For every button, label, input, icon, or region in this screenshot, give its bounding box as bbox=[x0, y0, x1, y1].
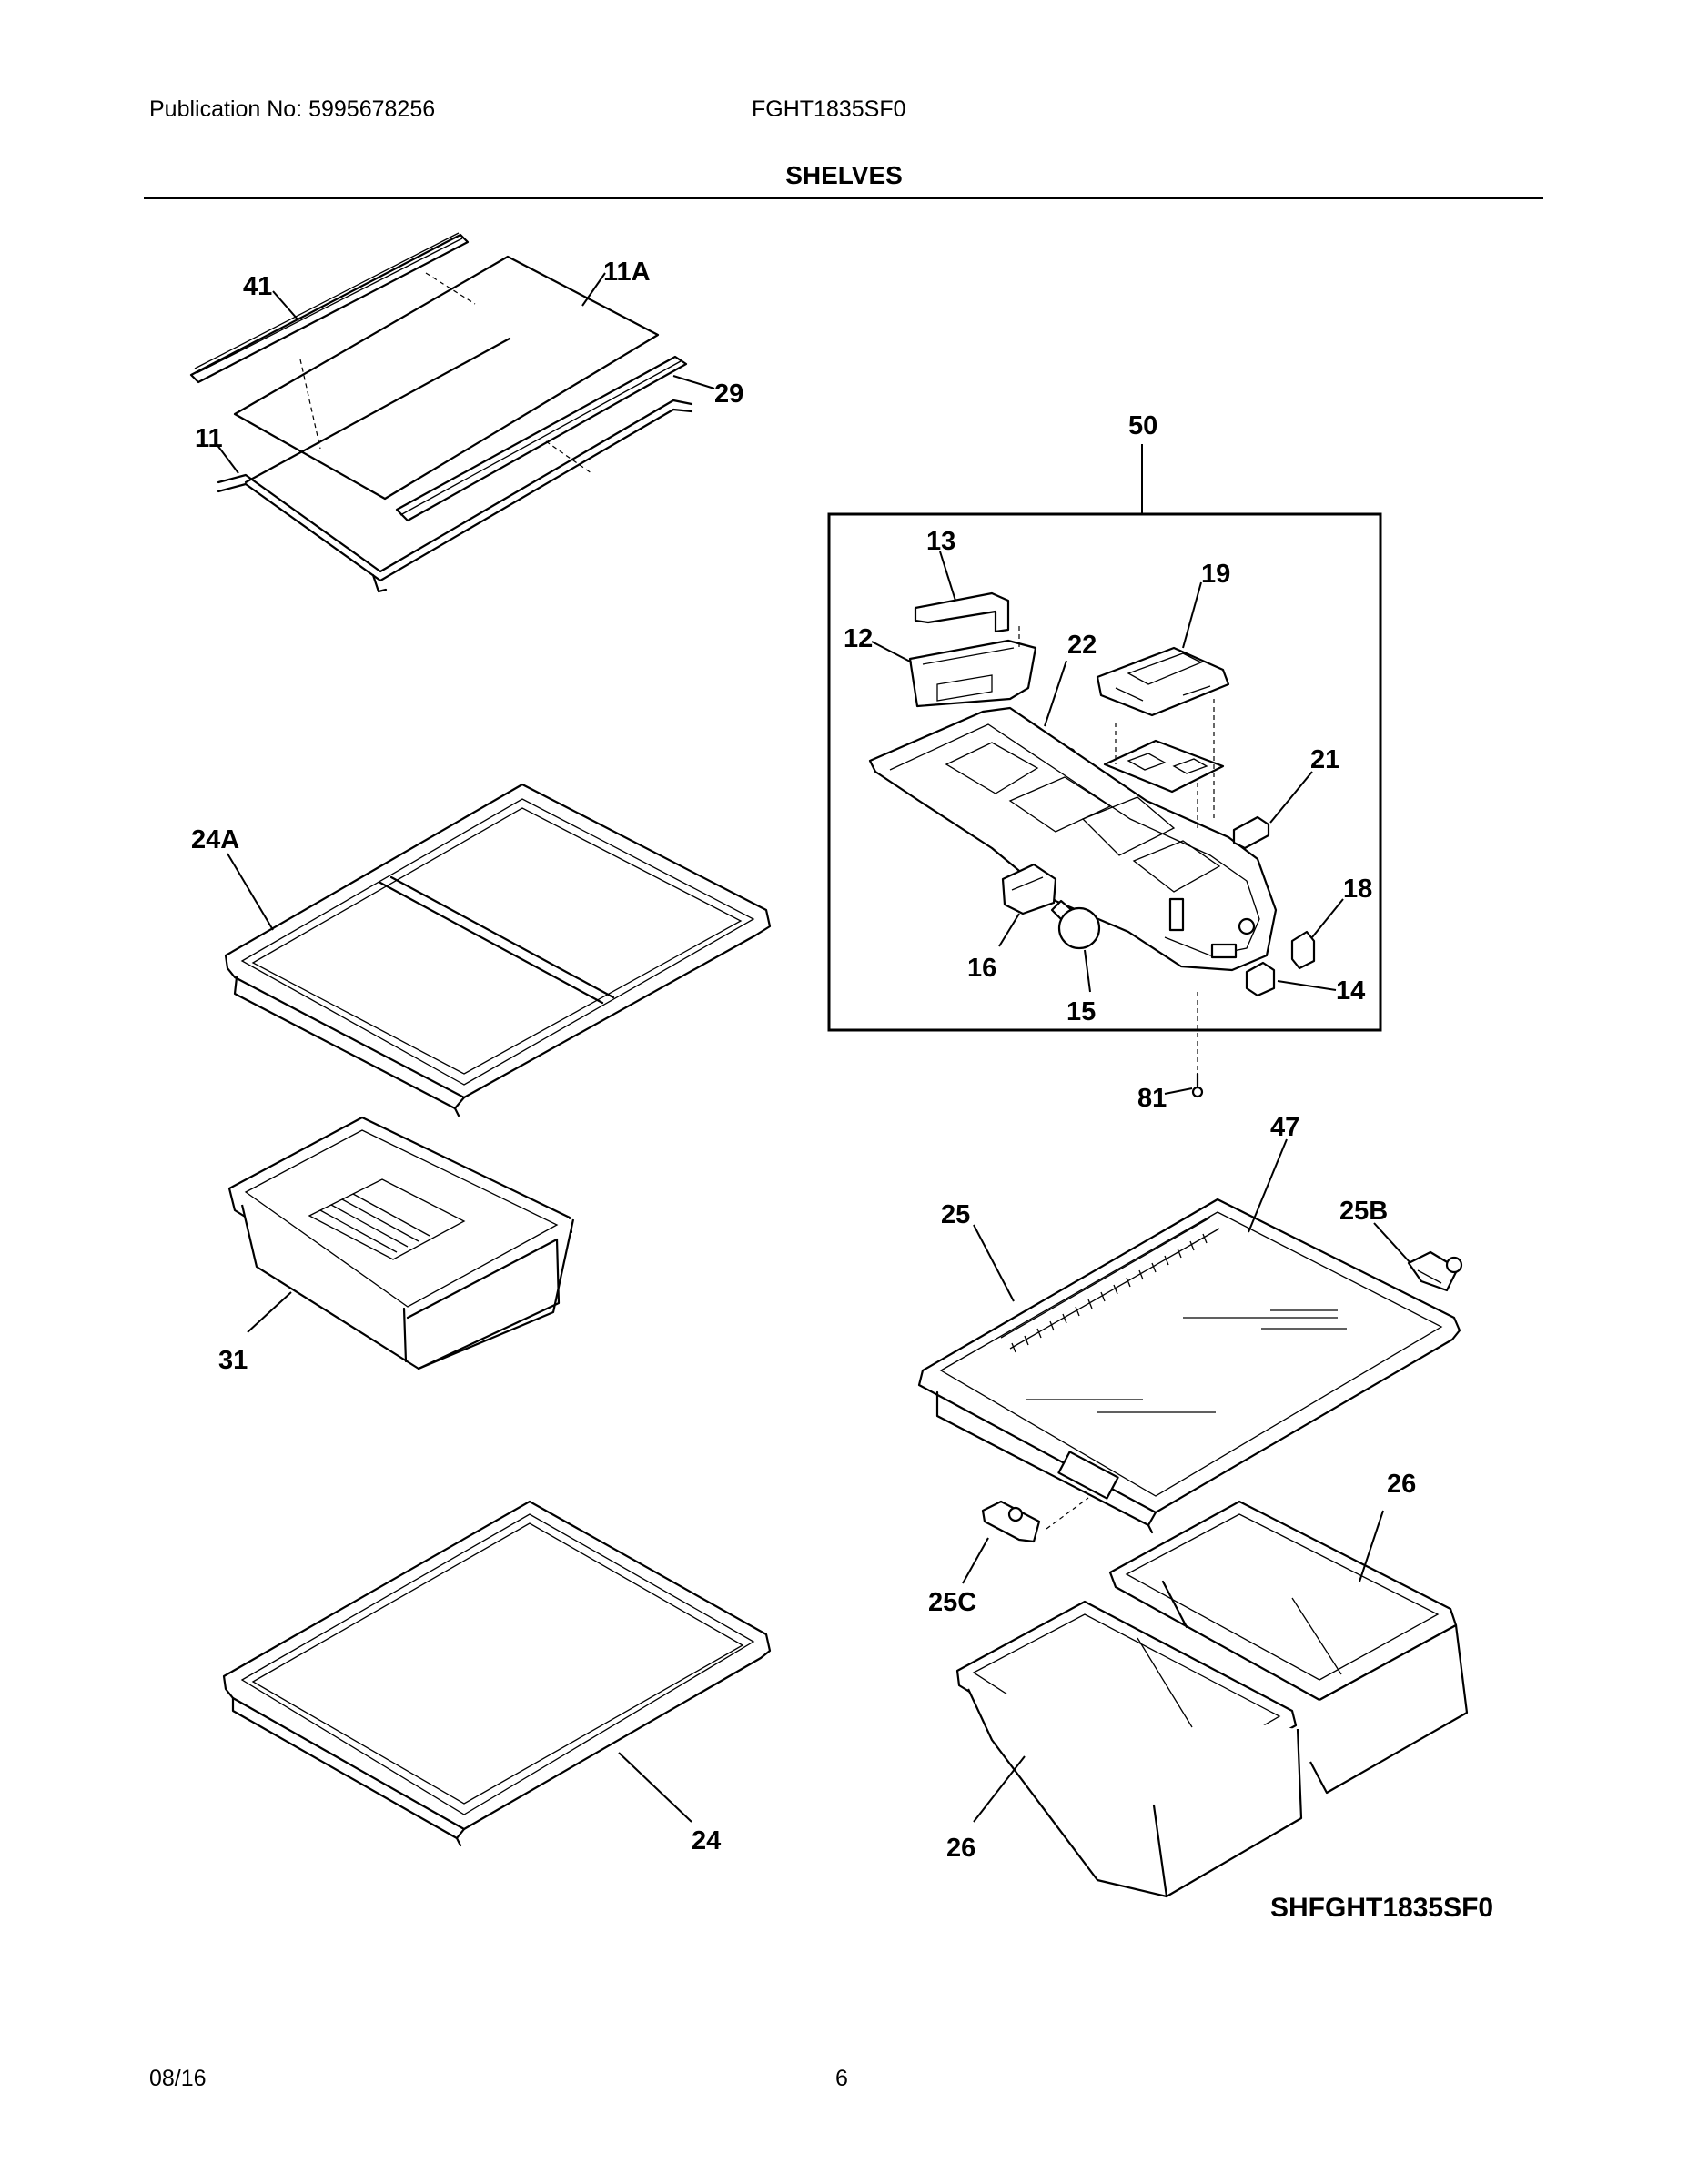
part-26-drawer-front bbox=[955, 1600, 1303, 1898]
part-25-vent-grille bbox=[1000, 1217, 1220, 1353]
callout-14: 14 bbox=[1336, 976, 1365, 1006]
section-title: SHELVES bbox=[785, 161, 903, 189]
callout-24: 24 bbox=[692, 1826, 721, 1855]
model-number: FGHT1835SF0 bbox=[752, 96, 906, 122]
control-leader-lines bbox=[871, 551, 1344, 1074]
part-11a-glass-panel bbox=[233, 255, 660, 500]
part-25-cover-frame bbox=[917, 1198, 1461, 1534]
callout-11a: 11A bbox=[603, 258, 651, 287]
page-number: 6 bbox=[835, 2066, 848, 2091]
part-24-shelf bbox=[222, 1500, 772, 1847]
part-25b-bracket bbox=[1407, 1250, 1463, 1292]
part-16-socket bbox=[1001, 863, 1057, 915]
part-47-glass-insert bbox=[1026, 1309, 1347, 1413]
part-31-drawer bbox=[227, 1116, 575, 1370]
part-29-front-trim bbox=[395, 355, 688, 522]
callout-47: 47 bbox=[1270, 1113, 1299, 1142]
callout-12: 12 bbox=[844, 624, 873, 653]
callout-81: 81 bbox=[1137, 1084, 1167, 1113]
header-rule bbox=[144, 197, 1543, 199]
callout-29: 29 bbox=[714, 379, 743, 409]
callout-24a: 24A bbox=[191, 825, 239, 854]
cover-leader-lines bbox=[962, 1138, 1411, 1584]
callout-15: 15 bbox=[1066, 997, 1096, 1026]
callout-26-rear: 26 bbox=[1387, 1470, 1416, 1499]
part-18-switch bbox=[1290, 930, 1316, 970]
callout-31: 31 bbox=[218, 1346, 248, 1375]
part-15-bulb bbox=[1050, 899, 1101, 950]
part-14-button bbox=[1245, 961, 1276, 997]
control-box-frame bbox=[827, 512, 1382, 1032]
part-12-light-cover bbox=[908, 639, 1037, 708]
callout-13: 13 bbox=[926, 527, 955, 556]
part-81-screw bbox=[1191, 1072, 1204, 1098]
shelf-leader-lines bbox=[216, 272, 715, 474]
part-19-thermostat bbox=[1096, 646, 1230, 717]
part-11-shelf-frame bbox=[217, 337, 693, 593]
callout-25c: 25C bbox=[928, 1588, 976, 1617]
part-24a-shelf bbox=[224, 783, 772, 1117]
callout-19: 19 bbox=[1201, 560, 1230, 589]
callout-21: 21 bbox=[1310, 745, 1339, 774]
callout-25: 25 bbox=[941, 1200, 970, 1229]
callout-41: 41 bbox=[243, 272, 272, 301]
control-pcb bbox=[1103, 739, 1225, 794]
part-21-clip bbox=[1232, 815, 1270, 850]
part-25c-bracket bbox=[981, 1500, 1041, 1543]
part-13-lens bbox=[914, 592, 1010, 633]
callout-16: 16 bbox=[967, 954, 996, 983]
part-41-rear-trim bbox=[189, 232, 470, 384]
callout-22: 22 bbox=[1067, 631, 1097, 660]
publication-number: Publication No: 5995678256 bbox=[149, 96, 436, 122]
callout-11: 11 bbox=[195, 424, 223, 453]
callout-25b: 25B bbox=[1339, 1197, 1388, 1226]
callout-18: 18 bbox=[1343, 875, 1372, 904]
callout-50: 50 bbox=[1128, 411, 1157, 440]
footer-date: 08/16 bbox=[149, 2066, 207, 2091]
drawing-code: SHFGHT1835SF0 bbox=[1270, 1893, 1494, 1923]
part-26-drawer-rear bbox=[1108, 1500, 1469, 1795]
main-housing bbox=[868, 706, 1278, 972]
callout-26-front: 26 bbox=[946, 1834, 975, 1863]
